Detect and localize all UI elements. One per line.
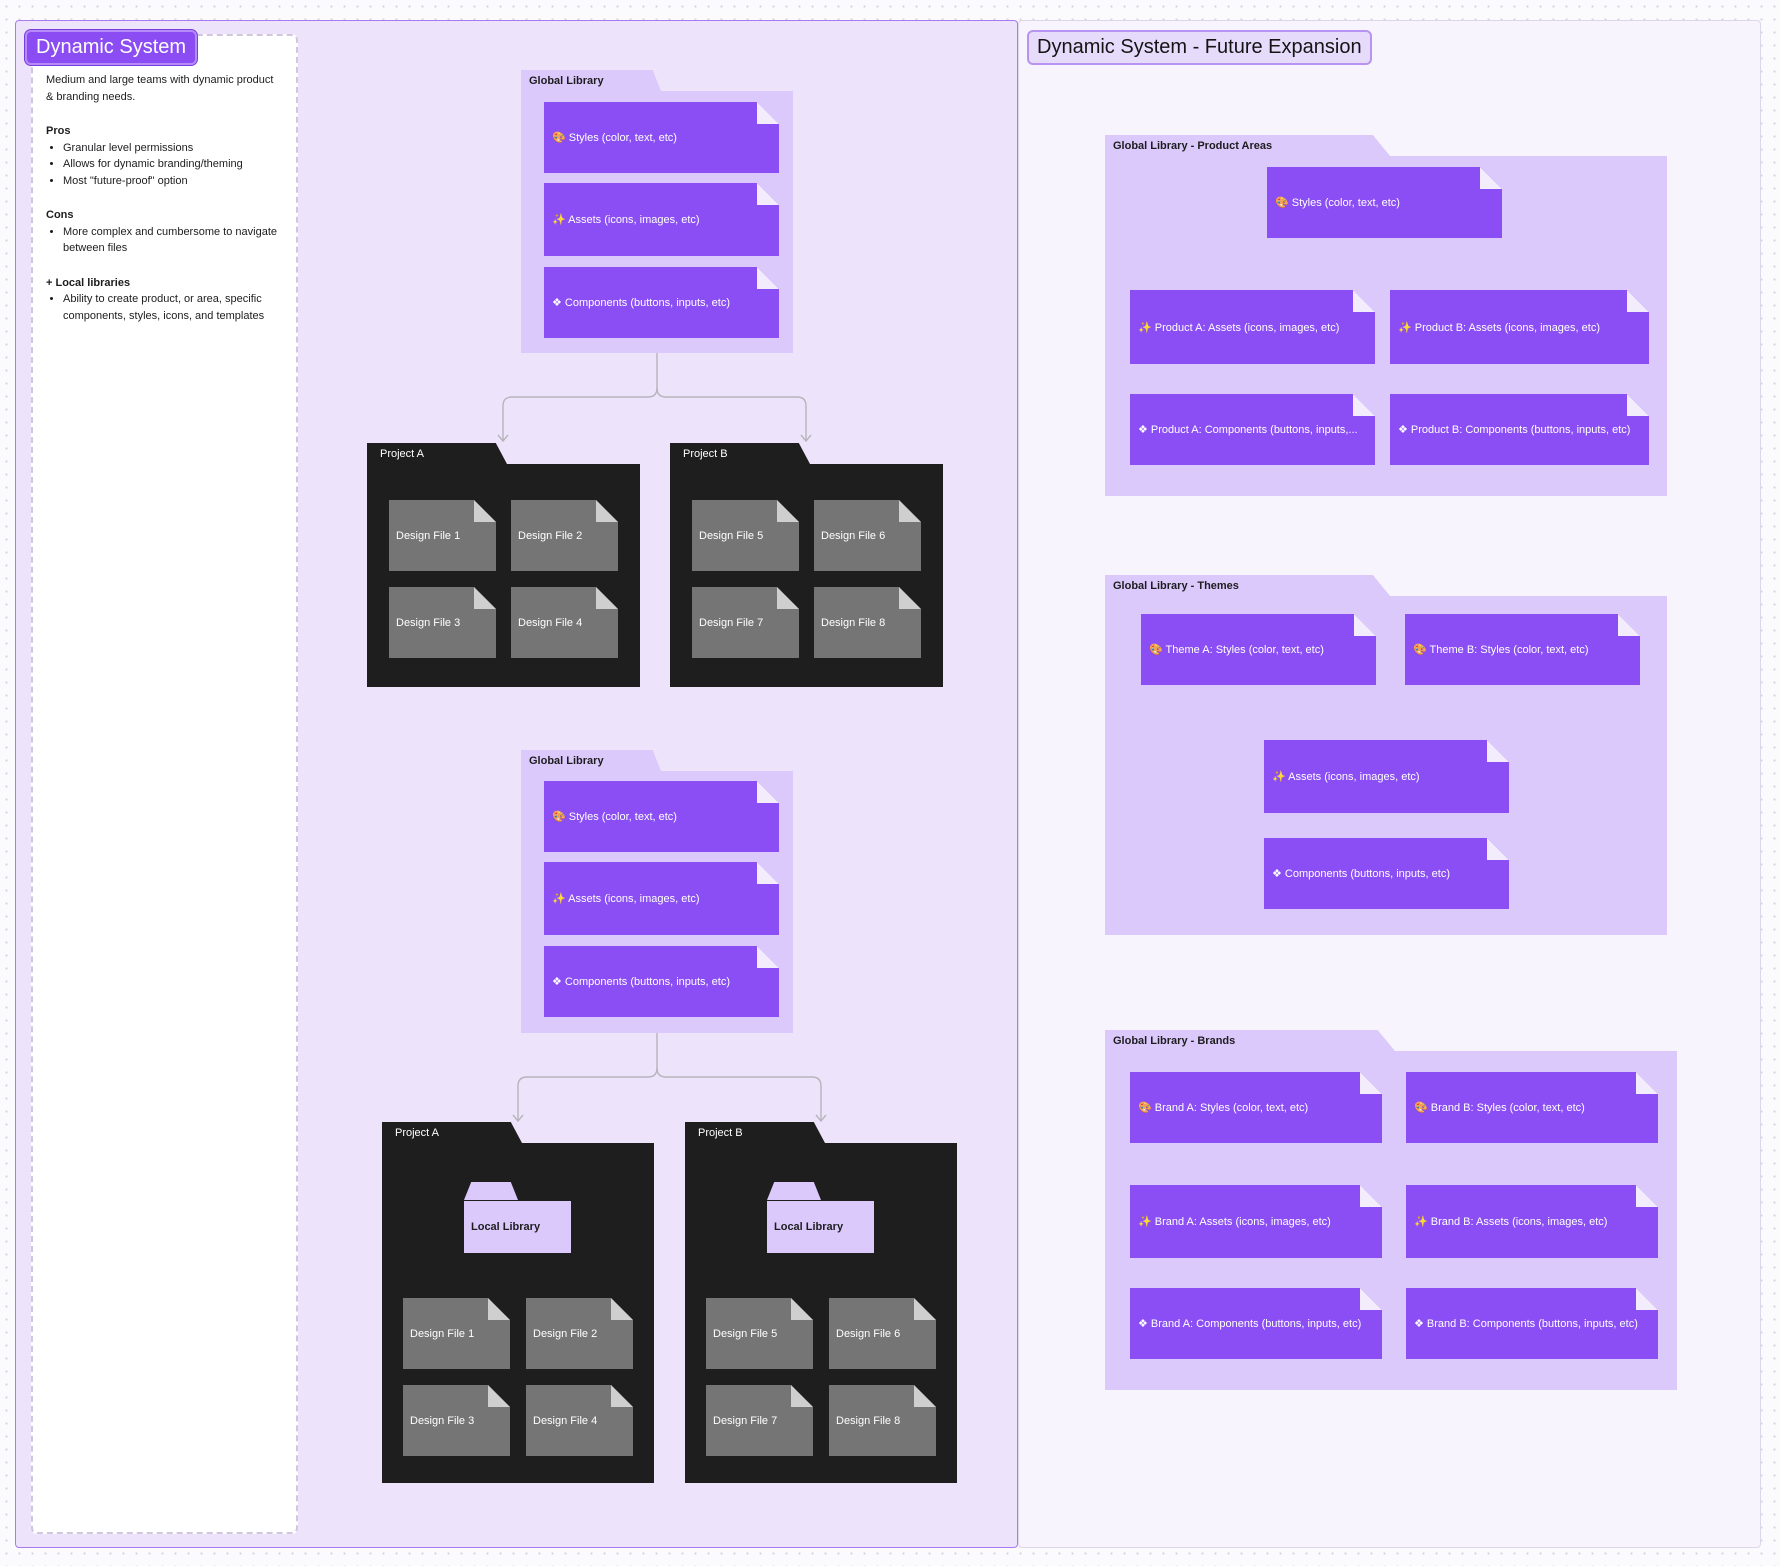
product-a-assets[interactable]: ✨ Product A: Assets (icons, images, etc) <box>1130 290 1375 364</box>
library-item-assets[interactable]: ✨ Assets (icons, images, etc) <box>544 183 779 256</box>
group-label-product-areas: Global Library - Product Areas <box>1105 135 1390 156</box>
section-title-future-expansion[interactable]: Dynamic System - Future Expansion <box>1027 30 1372 65</box>
local-libraries-list: Ability to create product, or area, spec… <box>46 291 282 324</box>
group-label-global-library: Global Library <box>521 750 661 771</box>
brand-b-styles[interactable]: 🎨 Brand B: Styles (color, text, etc) <box>1406 1072 1658 1143</box>
local-libraries-item: Ability to create product, or area, spec… <box>63 291 282 324</box>
connector <box>517 1033 658 1121</box>
folder-tab <box>767 1182 821 1200</box>
brand-a-styles[interactable]: 🎨 Brand A: Styles (color, text, etc) <box>1130 1072 1382 1143</box>
folder-tab <box>464 1182 518 1200</box>
project-label-b: Project B <box>670 443 810 464</box>
local-library[interactable]: Local Library <box>464 1201 571 1253</box>
library-item-styles[interactable]: 🎨 Styles (color, text, etc) <box>544 781 779 852</box>
product-a-components[interactable]: ❖ Product A: Components (buttons, inputs… <box>1130 394 1375 465</box>
connector <box>656 387 807 441</box>
brand-a-assets[interactable]: ✨ Brand A: Assets (icons, images, etc) <box>1130 1185 1382 1258</box>
cons-item: More complex and cumbersome to navigate … <box>63 224 282 257</box>
connector <box>656 1067 822 1121</box>
arrowhead <box>800 434 812 443</box>
group-label-global-library: Global Library <box>521 70 661 91</box>
section-title-dynamic-system[interactable]: Dynamic System <box>25 30 198 65</box>
arrowhead <box>497 434 509 443</box>
pros-item: Allows for dynamic branding/theming <box>63 156 282 173</box>
info-card: Medium and large teams with dynamic prod… <box>31 34 298 1534</box>
product-areas-styles[interactable]: 🎨 Styles (color, text, etc) <box>1267 167 1502 238</box>
group-label-themes: Global Library - Themes <box>1105 575 1390 596</box>
connector <box>502 353 658 441</box>
product-b-assets[interactable]: ✨ Product B: Assets (icons, images, etc) <box>1390 290 1649 364</box>
brand-b-assets[interactable]: ✨ Brand B: Assets (icons, images, etc) <box>1406 1185 1658 1258</box>
design-file[interactable]: Design File 3 <box>403 1385 510 1456</box>
pros-list: Granular level permissions Allows for dy… <box>46 140 282 190</box>
arrowhead <box>512 1114 524 1123</box>
pros-heading: Pros <box>46 125 71 137</box>
brand-a-components[interactable]: ❖ Brand A: Components (buttons, inputs, … <box>1130 1288 1382 1359</box>
local-libraries-heading: + Local libraries <box>46 276 131 289</box>
cons-heading: Cons <box>46 209 74 221</box>
design-file[interactable]: Design File 4 <box>511 587 618 658</box>
product-b-components[interactable]: ❖ Product B: Components (buttons, inputs… <box>1390 394 1649 465</box>
project-label-a: Project A <box>382 1122 522 1143</box>
library-item-assets[interactable]: ✨ Assets (icons, images, etc) <box>544 862 779 935</box>
project-label-b: Project B <box>685 1122 825 1143</box>
project-label-a: Project A <box>367 443 507 464</box>
group-label-brands: Global Library - Brands <box>1105 1030 1395 1051</box>
theme-b-styles[interactable]: 🎨 Theme B: Styles (color, text, etc) <box>1405 614 1640 685</box>
theme-a-styles[interactable]: 🎨 Theme A: Styles (color, text, etc) <box>1141 614 1376 685</box>
library-item-components[interactable]: ❖ Components (buttons, inputs, etc) <box>544 946 779 1017</box>
pros-item: Granular level permissions <box>63 140 282 157</box>
library-item-styles[interactable]: 🎨 Styles (color, text, etc) <box>544 102 779 173</box>
local-library[interactable]: Local Library <box>767 1201 874 1253</box>
info-intro: Medium and large teams with dynamic prod… <box>46 74 274 103</box>
cons-list: More complex and cumbersome to navigate … <box>46 224 282 257</box>
arrowhead <box>815 1114 827 1123</box>
themes-components[interactable]: ❖ Components (buttons, inputs, etc) <box>1264 838 1509 909</box>
library-item-components[interactable]: ❖ Components (buttons, inputs, etc) <box>544 267 779 338</box>
pros-item: Most "future-proof" option <box>63 173 282 190</box>
themes-assets[interactable]: ✨ Assets (icons, images, etc) <box>1264 740 1509 813</box>
brand-b-components[interactable]: ❖ Brand B: Components (buttons, inputs, … <box>1406 1288 1658 1359</box>
